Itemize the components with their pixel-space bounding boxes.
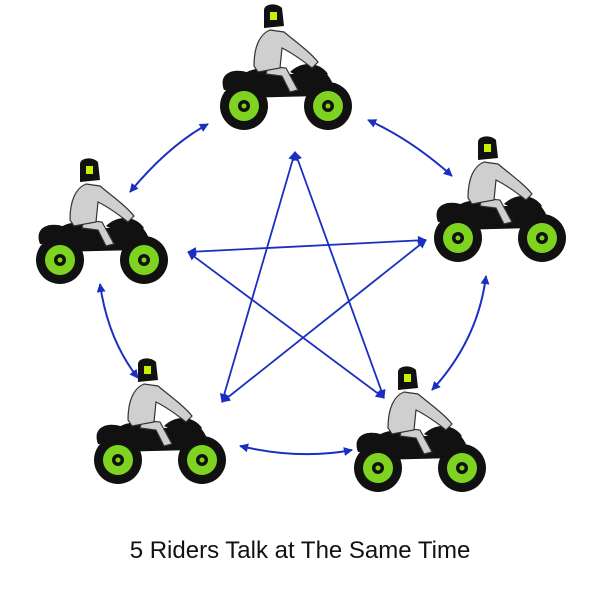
star-arrow-left-right bbox=[187, 235, 427, 257]
star-arrow-top-bottomright bbox=[293, 151, 386, 399]
rider-5-motorcycle-icon bbox=[36, 158, 168, 284]
rider-2-motorcycle-icon bbox=[434, 136, 566, 262]
arrow-rider2-rider3 bbox=[431, 275, 490, 391]
arrow-rider1-rider2 bbox=[367, 119, 453, 177]
rider-1-motorcycle-icon bbox=[220, 4, 352, 130]
star-arrow-right-bottomleft bbox=[221, 239, 427, 403]
rider-3-motorcycle-icon bbox=[354, 366, 486, 492]
arrow-rider5-rider4 bbox=[96, 283, 139, 379]
star-arrow-left-bottomright bbox=[187, 251, 385, 399]
arrow-rider1-rider5 bbox=[129, 123, 209, 193]
star-arrow-top-bottomleft bbox=[219, 151, 298, 403]
arrow-rider4-rider3 bbox=[239, 443, 353, 456]
diagram-caption: 5 Riders Talk at The Same Time bbox=[129, 537, 471, 564]
rider-4-motorcycle-icon bbox=[94, 358, 226, 484]
